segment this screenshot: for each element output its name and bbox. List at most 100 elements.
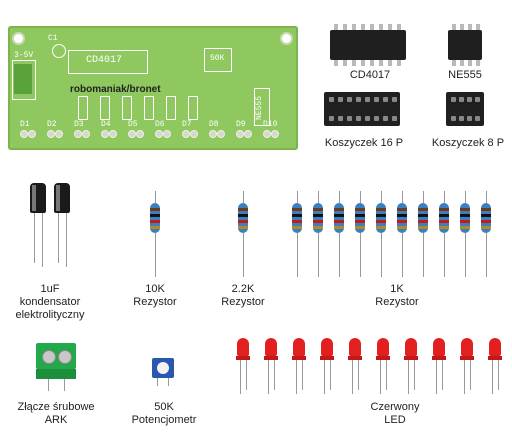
capacitor-1 xyxy=(30,183,46,213)
led-base xyxy=(460,356,474,360)
pot-knob-icon xyxy=(157,362,169,374)
chip-pin xyxy=(397,60,401,66)
chip-pin xyxy=(352,24,356,30)
resistor-band xyxy=(376,226,386,229)
mount-hole-top-right xyxy=(280,32,293,45)
led xyxy=(293,338,305,356)
capacitor-2-lead xyxy=(58,213,59,263)
socket-hole xyxy=(374,97,379,102)
resistor xyxy=(376,203,386,233)
pcb-led-pad xyxy=(182,130,190,138)
pcb-cap-label: C1 xyxy=(48,34,58,43)
pcb-led-pad xyxy=(236,130,244,138)
resistor-band xyxy=(292,220,302,223)
pcb-led-pad xyxy=(109,130,117,138)
socket-hole xyxy=(365,116,370,121)
led-lead xyxy=(302,360,303,390)
ne555-chip xyxy=(448,30,482,60)
resistor-band xyxy=(439,208,449,211)
resistor-band xyxy=(460,214,470,217)
chip-pin xyxy=(388,24,392,30)
led xyxy=(321,338,333,356)
screw-terminal-base xyxy=(36,369,76,379)
led-lead xyxy=(352,360,353,394)
resistor-band xyxy=(397,208,407,211)
mount-hole-top-left xyxy=(12,32,25,45)
pcb-led-pad xyxy=(209,130,217,138)
resistor-band xyxy=(376,220,386,223)
chip-pin xyxy=(361,60,365,66)
resistor xyxy=(481,203,491,233)
pcb-led-label: D5 xyxy=(128,120,138,129)
socket-hole xyxy=(356,97,361,102)
resistor-band xyxy=(481,214,491,217)
pcb-led-pad xyxy=(20,130,28,138)
socket-hole xyxy=(347,97,352,102)
socket-hole xyxy=(338,116,343,121)
resistor-band xyxy=(481,226,491,229)
led xyxy=(265,338,277,356)
pcb-led-pad xyxy=(190,130,198,138)
resistor-lead xyxy=(339,191,340,203)
resistor-band xyxy=(355,220,365,223)
resistor-lead xyxy=(465,233,466,277)
led-lead xyxy=(324,360,325,394)
pcb-board: 3-5V C1 CD4017 robomaniak/bronet 50K NE5… xyxy=(8,26,298,150)
potentiometer xyxy=(152,358,174,378)
resistor-band xyxy=(150,226,160,229)
resistor-lead xyxy=(402,191,403,203)
pcb-led-pad xyxy=(55,130,63,138)
resistor-band xyxy=(150,214,160,217)
resistor-band xyxy=(313,226,323,229)
resistor-lead xyxy=(381,191,382,203)
led-lead xyxy=(268,360,269,394)
resistor xyxy=(150,203,160,233)
pcb-led-pad xyxy=(74,130,82,138)
res10k-label-name: Rezystor xyxy=(133,296,177,308)
led-base xyxy=(292,356,306,360)
led-base xyxy=(264,356,278,360)
pcb-led-label: D9 xyxy=(236,120,246,129)
chip-pin xyxy=(361,24,365,30)
resistor-lead xyxy=(243,191,244,203)
pcb-resistor-outline xyxy=(188,96,198,120)
pcb-resistor-outline xyxy=(100,96,110,120)
resistor-band xyxy=(334,226,344,229)
led-label-type: LED xyxy=(384,414,406,426)
resistor-band xyxy=(355,214,365,217)
resistor-band xyxy=(439,226,449,229)
screw-terminal xyxy=(36,343,76,369)
led-lead xyxy=(414,360,415,390)
socket-hole xyxy=(329,97,334,102)
chip-pin xyxy=(370,24,374,30)
led-base xyxy=(236,356,250,360)
ne555-outline xyxy=(254,88,270,126)
capacitor-1-lead xyxy=(34,213,35,263)
resistor-lead xyxy=(243,233,244,277)
ne555-label: NE555 xyxy=(448,69,482,81)
resistor-lead xyxy=(402,233,403,277)
socket-hole xyxy=(467,97,472,102)
pcb-led-pad xyxy=(244,130,252,138)
capacitor-label-value: 1uF xyxy=(40,283,60,295)
resistor-lead xyxy=(465,191,466,203)
pcb-led-pad xyxy=(128,130,136,138)
chip-pin xyxy=(343,24,347,30)
pcb-url-label: robomaniak/bronet xyxy=(70,84,161,95)
pot-lead xyxy=(168,378,169,386)
resistor-lead xyxy=(444,191,445,203)
led-lead xyxy=(498,360,499,390)
chip-pin xyxy=(476,60,480,66)
pcb-led-pad xyxy=(163,130,171,138)
resistor-band xyxy=(238,226,248,229)
led-lead xyxy=(330,360,331,390)
chip-pin xyxy=(379,24,383,30)
led-base xyxy=(488,356,502,360)
resistor-lead xyxy=(360,233,361,277)
power-connector-outline xyxy=(12,60,36,100)
led xyxy=(237,338,249,356)
resistor-lead xyxy=(423,191,424,203)
socket-hole xyxy=(475,116,480,121)
resistor xyxy=(460,203,470,233)
socket-hole xyxy=(356,116,361,121)
